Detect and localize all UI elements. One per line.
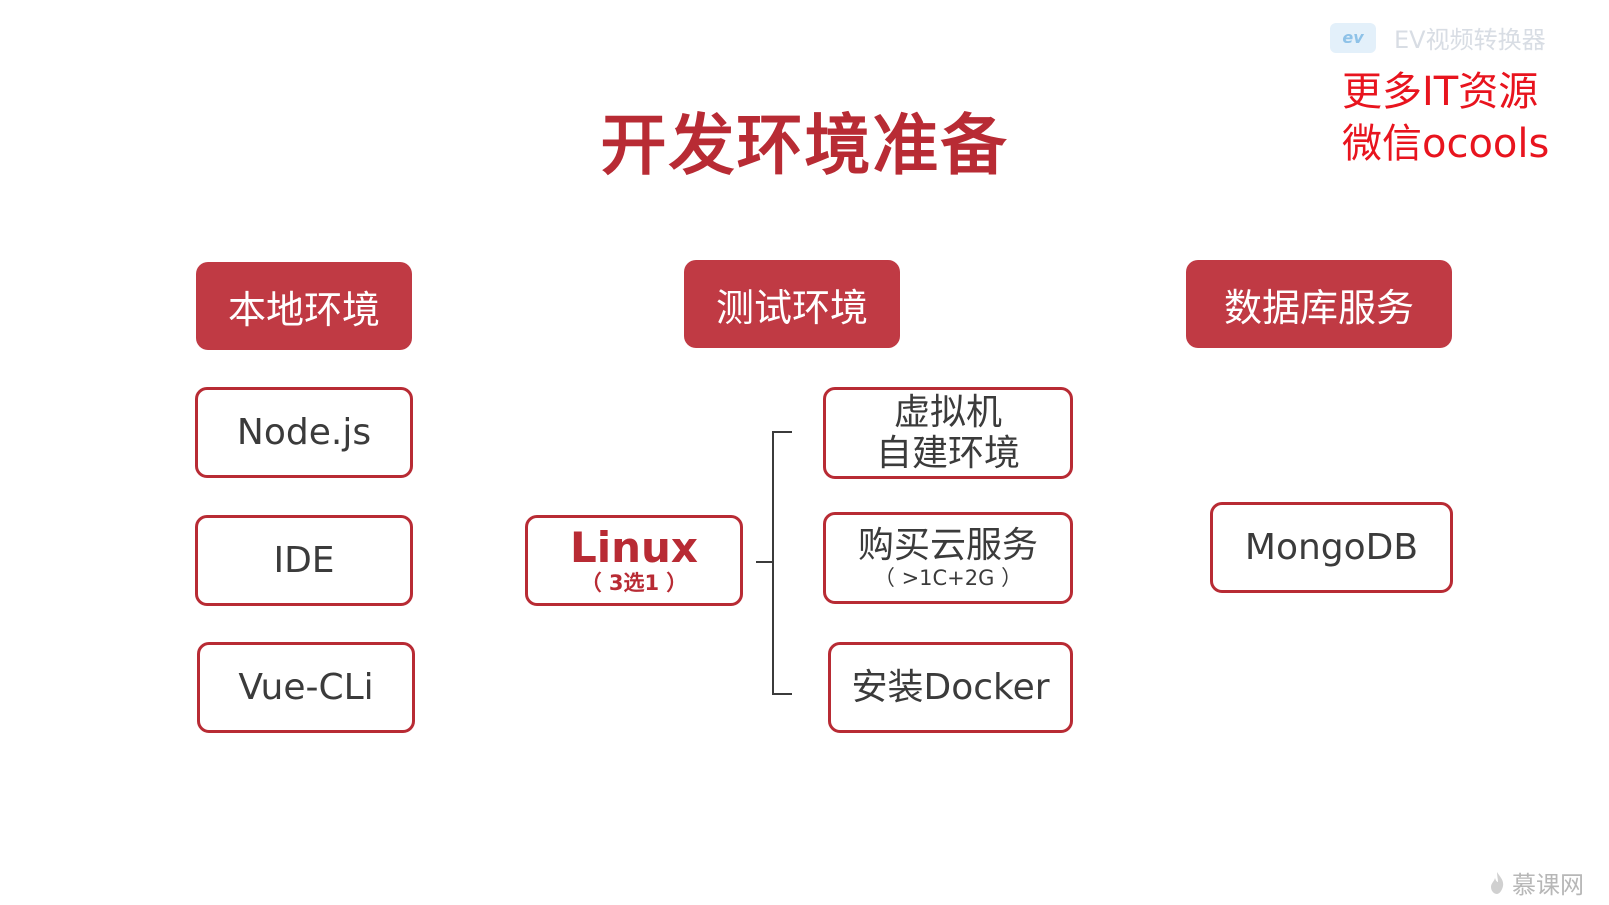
promo-text: 更多IT资源 微信ocools bbox=[1342, 66, 1549, 170]
node-cloud-service: 购买云服务 （ >1C+2G ） bbox=[823, 512, 1073, 604]
page-title: 开发环境准备 bbox=[600, 107, 1009, 184]
node-cloud-line-2: （ >1C+2G ） bbox=[873, 566, 1023, 591]
ev-logo-icon: ev bbox=[1330, 22, 1376, 53]
node-mongodb: MongoDB bbox=[1210, 502, 1453, 593]
imooc-logo: 慕课网 bbox=[1488, 865, 1584, 900]
header-local-env: 本地环境 bbox=[196, 262, 412, 350]
node-nodejs-label: Node.js bbox=[236, 411, 372, 453]
node-linux: Linux （ 3选1 ） bbox=[525, 515, 743, 606]
ev-app-name: EV视频转换器 bbox=[1394, 26, 1546, 54]
node-vm-self-build: 虚拟机 自建环境 bbox=[823, 387, 1073, 479]
header-db-service: 数据库服务 bbox=[1186, 260, 1452, 348]
promo-line-2: 微信ocools bbox=[1342, 121, 1550, 167]
node-vm-line-1: 虚拟机 bbox=[893, 391, 1002, 433]
node-linux-sub: （ 3选1 ） bbox=[580, 571, 688, 595]
node-docker: 安装Docker bbox=[828, 642, 1073, 733]
ev-watermark: ev EV视频转换器 bbox=[1330, 20, 1546, 55]
node-vue-cli-label: Vue-CLi bbox=[238, 666, 374, 708]
flame-icon bbox=[1491, 871, 1504, 894]
promo-line-1: 更多IT资源 bbox=[1342, 69, 1539, 115]
imooc-logo-text: 慕课网 bbox=[1512, 871, 1584, 899]
node-cloud-line-1: 购买云服务 bbox=[857, 524, 1038, 566]
node-ide-label: IDE bbox=[273, 539, 335, 581]
node-nodejs: Node.js bbox=[195, 387, 413, 478]
header-test-env: 测试环境 bbox=[684, 260, 900, 348]
node-vue-cli: Vue-CLi bbox=[197, 642, 415, 733]
node-ide: IDE bbox=[195, 515, 413, 606]
node-vm-line-2: 自建环境 bbox=[875, 433, 1020, 474]
node-mongodb-label: MongoDB bbox=[1244, 526, 1419, 568]
node-linux-label: Linux bbox=[569, 522, 699, 572]
node-docker-label: 安装Docker bbox=[851, 666, 1050, 708]
